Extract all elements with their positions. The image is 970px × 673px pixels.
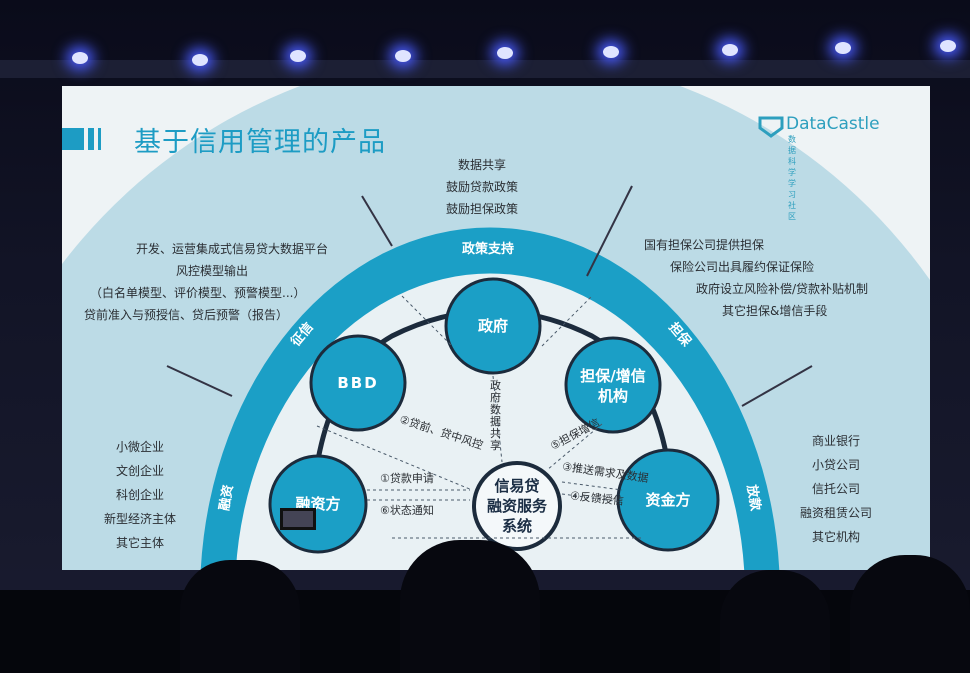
top-note: 鼓励担保政策 <box>446 202 519 216</box>
flow-arrow <box>492 375 503 463</box>
flow-label: ⑥状态通知 <box>380 504 434 517</box>
ring-label-policy: 政策支持 <box>462 242 515 257</box>
borrower-item: 其它主体 <box>116 536 165 550</box>
title-bar-icon <box>62 128 106 150</box>
right-note: 国有担保公司提供担保 <box>644 238 765 252</box>
center-line1: 信易贷 <box>494 477 540 495</box>
right-note: 保险公司出具履约保证保险 <box>670 260 815 274</box>
top-note: 鼓励贷款政策 <box>446 180 519 194</box>
node-guarantee <box>564 336 662 434</box>
diagram-graphics <box>62 86 930 570</box>
stage-light-icon <box>835 42 851 54</box>
right-note: 政府设立风险补偿/贷款补贴机制 <box>696 282 869 296</box>
borrower-item: 科创企业 <box>116 488 165 502</box>
flow-label-gov-share: 政府数据共享 <box>490 379 501 452</box>
center-line2: 融资服务 <box>486 497 547 515</box>
stage-light-icon <box>603 46 619 58</box>
pointer-line <box>741 365 813 407</box>
node-guarantee-label: 担保/增信机构 <box>580 367 646 405</box>
flow-arrow <box>316 425 473 491</box>
stage-light-icon <box>497 47 513 59</box>
left-note: 风控模型输出 <box>176 264 249 278</box>
castle-icon <box>758 116 784 138</box>
left-note: 贷前准入与预授信、贷后预警（报告） <box>84 308 289 322</box>
node-bbd-label: BBD <box>337 374 379 392</box>
flow-label: ①贷款申请 <box>380 472 434 485</box>
presentation-slide: 基于信用管理的产品 DataCastle 数据科学学习社区 数据共享 鼓励贷款政… <box>62 86 930 570</box>
slide-title: 基于信用管理的产品 <box>134 127 386 158</box>
stage-light-icon <box>290 50 306 62</box>
right-note: 其它担保&增信手段 <box>722 304 828 318</box>
lender-item: 小贷公司 <box>812 458 861 472</box>
stage-light-icon <box>192 54 208 66</box>
node-funder-label: 资金方 <box>645 491 691 509</box>
audience-silhouette <box>180 560 300 673</box>
left-note: 开发、运营集成式信易贷大数据平台 <box>136 242 329 256</box>
audience-silhouette <box>850 555 970 673</box>
node-gov-label: 政府 <box>477 317 508 335</box>
lighting-truss <box>0 60 970 78</box>
lender-item: 商业银行 <box>812 434 861 448</box>
borrower-item: 小微企业 <box>116 440 165 454</box>
pointer-line <box>586 185 633 277</box>
audience-silhouette <box>400 540 540 673</box>
left-note: （白名单模型、评价模型、预警模型...） <box>90 286 306 300</box>
phone-screen-icon <box>280 508 316 530</box>
flow-arrow <box>561 481 623 491</box>
stage-light-icon <box>395 50 411 62</box>
center-line3: 系统 <box>501 517 532 535</box>
lender-item: 融资租赁公司 <box>800 506 873 520</box>
pointer-line <box>361 195 393 247</box>
node-gov <box>444 277 542 375</box>
lender-item: 信托公司 <box>812 482 861 496</box>
borrower-item: 新型经济主体 <box>104 512 177 526</box>
audience-silhouette <box>720 570 830 673</box>
stage-light-icon <box>722 44 738 56</box>
node-funder <box>616 448 720 552</box>
lender-item: 其它机构 <box>812 530 861 544</box>
stage-light-icon <box>940 40 956 52</box>
borrower-item: 文创企业 <box>116 464 165 478</box>
top-note: 数据共享 <box>458 158 507 172</box>
pointer-line <box>166 365 233 397</box>
node-center <box>472 461 562 551</box>
stage-light-icon <box>72 52 88 64</box>
node-bbd <box>309 334 407 432</box>
flow-arrow <box>561 493 623 503</box>
